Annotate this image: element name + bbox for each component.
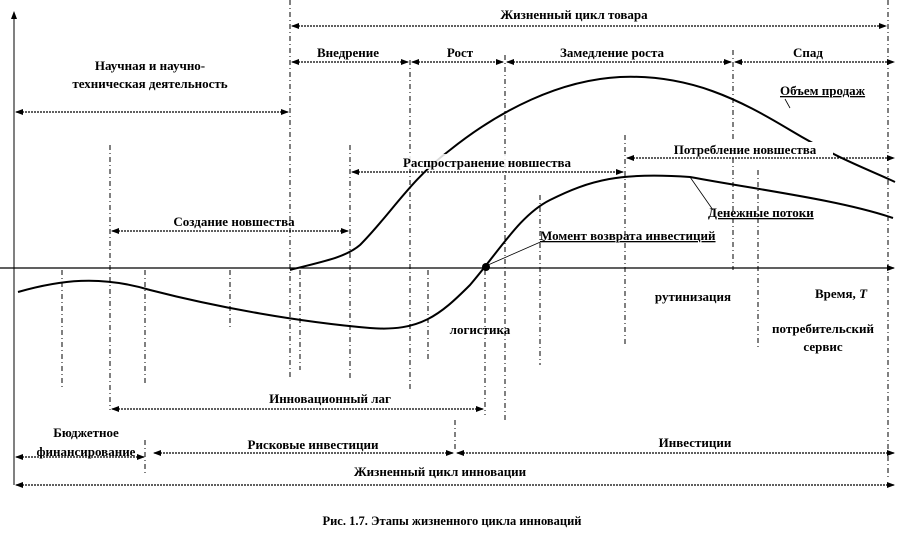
logistics-label: логистика — [450, 322, 511, 337]
payback-moment-label: Момент возврата инвестиций — [540, 228, 716, 243]
figure-caption: Рис. 1.7. Этапы жизненного цикла инновац… — [322, 514, 581, 528]
payback-leader — [487, 239, 546, 266]
routinization-label: рутинизация — [655, 289, 731, 304]
sales-volume-curve — [289, 75, 896, 271]
research-label-1: Научная и научно- — [95, 58, 205, 73]
stage-introduction: Внедрение — [317, 45, 379, 60]
consumer-service-2: сервис — [803, 339, 842, 354]
budget-funding-1: Бюджетное — [53, 425, 119, 440]
research-label-2: техническая деятельность — [72, 76, 227, 91]
payback-point — [482, 263, 490, 271]
diffusion-label: Распространение новшества — [403, 155, 572, 170]
cash-flow-leader — [689, 176, 714, 211]
budget-funding-2: финансирование — [37, 444, 136, 459]
sales-leader — [784, 98, 791, 109]
consumer-service-1: потребительский — [772, 321, 874, 336]
consumption-label: Потребление новшества — [674, 142, 817, 157]
stage-growth: Рост — [447, 45, 474, 60]
stage-decline: Спад — [793, 45, 823, 60]
range-arrows — [15, 23, 895, 488]
stage-maturity: Замедление роста — [560, 45, 665, 60]
creation-label: Создание новшества — [173, 214, 295, 229]
risk-investment-label: Рисковые инвестиции — [248, 437, 379, 452]
investment-label: Инвестиции — [659, 435, 732, 450]
innovation-life-cycle-label: Жизненный цикл инновации — [354, 464, 527, 479]
cash-flow-curve — [17, 174, 894, 330]
cash-flow-label: Денежные потоки — [708, 205, 814, 220]
sales-volume-label: Объем продаж — [780, 83, 866, 98]
innovation-lag-label: Инновационный лаг — [269, 391, 391, 406]
time-axis-label: Время, T — [815, 286, 868, 301]
guide-lines — [61, 0, 889, 480]
product-life-cycle-label: Жизненный цикл товара — [500, 7, 648, 22]
